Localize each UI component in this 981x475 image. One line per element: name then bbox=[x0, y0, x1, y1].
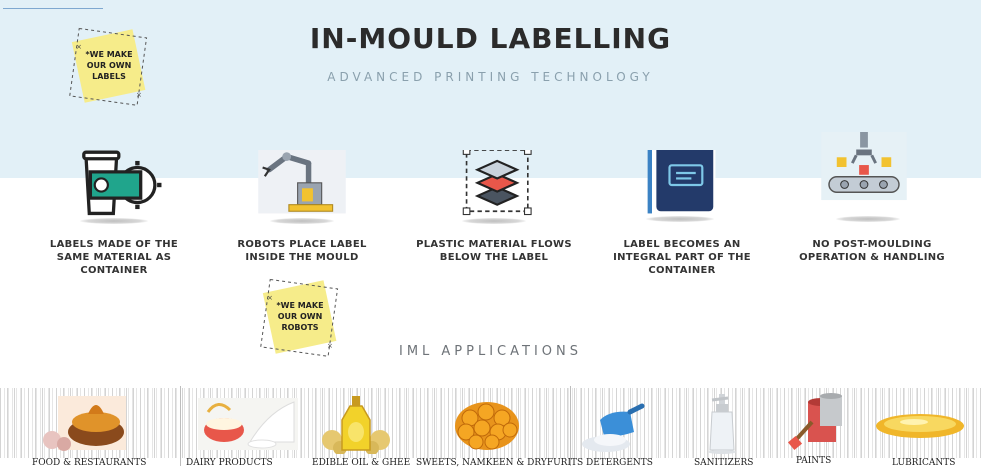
feature-label: PLASTIC MATERIAL FLOWS BELOW THE LABEL bbox=[416, 239, 572, 263]
svg-text:×: × bbox=[267, 294, 273, 302]
application-label: EDIBLE OIL & GHEE bbox=[312, 458, 411, 468]
feature-label: LABELS MADE OF THE SAME MATERIAL AS CONT… bbox=[49, 239, 179, 276]
application-label: SWEETS, NAMKEEN & DRYFURITS bbox=[416, 458, 584, 468]
labels-sticker-text: *WE MAKE OUR OWN LABELS bbox=[85, 50, 133, 81]
layers-icon bbox=[462, 150, 532, 216]
container-label-icon bbox=[82, 150, 162, 216]
sanitizer-bottle-icon bbox=[708, 394, 736, 454]
application-item: LUBRICANTS bbox=[870, 386, 970, 475]
robots-sticker: × × *WE MAKE OUR OWN ROBOTS bbox=[257, 276, 343, 362]
label-tablet-icon bbox=[647, 150, 716, 214]
sticky-note-icon: × × bbox=[69, 27, 148, 106]
robot-arm-icon bbox=[258, 150, 346, 214]
feature-label: NO POST-MOULDING OPERATION & HANDLING bbox=[799, 239, 945, 263]
top-rule bbox=[3, 8, 103, 9]
food-bowl-icon bbox=[43, 396, 126, 451]
application-item: FOOD & RESTAURANTS bbox=[20, 386, 150, 475]
application-item: DAIRY PRODUCTS bbox=[186, 386, 300, 475]
header-band bbox=[0, 0, 981, 178]
robots-sticker-text: *WE MAKE OUR OWN ROBOTS bbox=[276, 301, 324, 332]
oil-bottle-icon bbox=[322, 396, 390, 454]
application-label: FOOD & RESTAURANTS bbox=[32, 458, 147, 468]
application-item: SWEETS, NAMKEEN & DRYFURITS bbox=[416, 386, 583, 475]
sticky-note-icon: × × bbox=[260, 278, 339, 357]
application-item: EDIBLE OIL & GHEE bbox=[312, 386, 410, 475]
divider bbox=[180, 386, 181, 466]
sweets-icon bbox=[455, 402, 519, 450]
detergent-scoop-icon bbox=[582, 403, 645, 452]
page-title: IN-MOULD LABELLING bbox=[309, 22, 672, 55]
conveyor-robot-icon bbox=[821, 132, 907, 201]
divider bbox=[570, 386, 571, 466]
application-item: DETERGENTS bbox=[580, 386, 653, 475]
labels-sticker: × × *WE MAKE OUR OWN LABELS bbox=[66, 25, 152, 111]
paint-bucket-icon bbox=[787, 393, 842, 451]
application-item: SANITIZERS bbox=[690, 386, 754, 475]
svg-text:×: × bbox=[136, 91, 142, 99]
svg-text:×: × bbox=[327, 342, 333, 350]
applications-heading: IML APPLICATIONS bbox=[398, 344, 583, 359]
dairy-icon bbox=[198, 398, 298, 450]
lubricant-oil-icon bbox=[876, 414, 964, 438]
application-label: DAIRY PRODUCTS bbox=[186, 458, 273, 468]
feature-label: LABEL BECOMES AN INTEGRAL PART OF THE CO… bbox=[613, 239, 751, 276]
application-label: SANITIZERS bbox=[694, 458, 754, 468]
application-label: LUBRICANTS bbox=[892, 458, 956, 468]
application-label: PAINTS bbox=[796, 456, 832, 466]
svg-text:×: × bbox=[76, 43, 82, 51]
feature-label: ROBOTS PLACE LABEL INSIDE THE MOULD bbox=[237, 239, 367, 263]
application-label: DETERGENTS bbox=[586, 458, 653, 468]
application-item: PAINTS bbox=[782, 386, 848, 475]
page-subtitle: ADVANCED PRINTING TECHNOLOGY bbox=[327, 70, 654, 84]
applications-strip: FOOD & RESTAURANTS DAIRY PRODUCTS EDIBLE… bbox=[0, 386, 981, 475]
